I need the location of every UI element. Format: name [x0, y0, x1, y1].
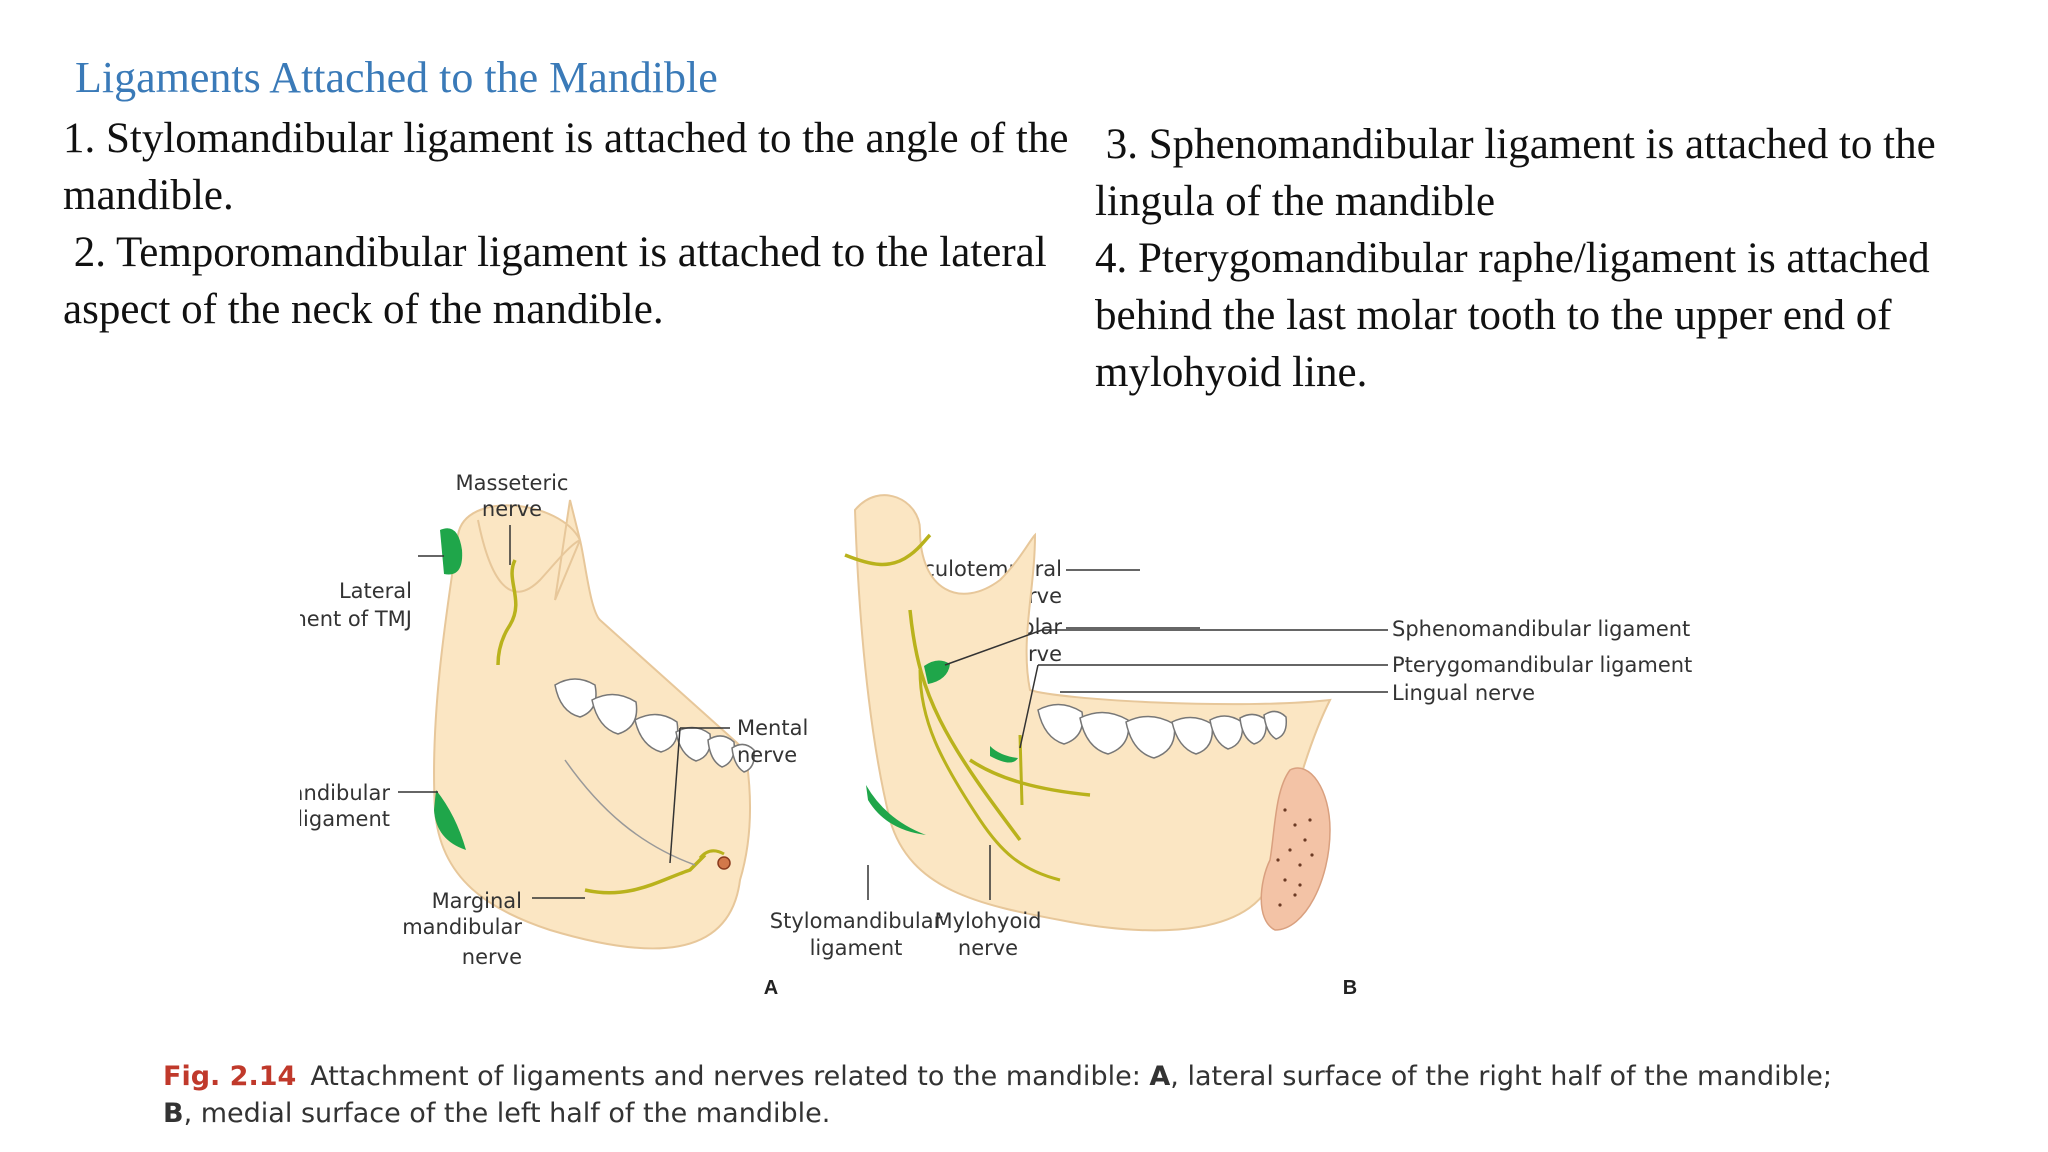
left-text-block: 1. Stylomandibular ligament is attached …: [63, 110, 1073, 338]
panel-a-mandible: Masseteric nerve Lateral ligament of TMJ…: [300, 471, 808, 999]
caption-letter-a: A: [1149, 1061, 1171, 1092]
tooth: [634, 713, 679, 753]
label-lateral-1: Lateral: [339, 579, 412, 603]
leader-lines-b: [867, 569, 1388, 900]
right-text-block: 3. Sphenomandibular ligament is attached…: [1095, 116, 2035, 401]
label-marginal-2: mandibular: [402, 915, 522, 939]
tooth: [1037, 703, 1084, 745]
label-stylo-b-1: Stylomandibular: [770, 909, 943, 933]
sphenomandibular-ligament: [924, 660, 950, 684]
point-1-stylomandibular: 1. Stylomandibular ligament is attached …: [63, 115, 1069, 219]
inferior-alveolar-nerve: [908, 609, 1022, 842]
caption-letter-b: B: [163, 1098, 184, 1129]
teeth-row-a: [554, 678, 756, 773]
label-masseteric-1: Masseteric: [456, 471, 569, 495]
panel-b-letter: B: [1343, 977, 1357, 999]
tooth: [1263, 710, 1288, 740]
point-2-temporomandibular: 2. Temporomandibular ligament is attache…: [63, 229, 1058, 333]
panel-a-letter: A: [764, 977, 778, 999]
label-stylo-b-2: ligament: [810, 936, 903, 960]
leader-spheno: [944, 629, 1043, 666]
symphysis-stipple: [1276, 808, 1314, 907]
symphysis-b: [1260, 767, 1331, 931]
stylomandibular-ligament-a: [434, 790, 466, 850]
tooth: [1079, 711, 1130, 755]
caption-figure-number: Fig. 2.14: [163, 1061, 297, 1092]
teeth-row-b: [1037, 703, 1288, 759]
mylohyoid-nerve: [918, 669, 1061, 882]
caption-line1-b: , lateral surface of the right half of t…: [1170, 1061, 1833, 1092]
mandible-b-bone: [853, 494, 1332, 932]
label-mental-2: nerve: [737, 743, 797, 767]
auriculotemporal-nerve: [844, 533, 932, 567]
tooth: [731, 743, 756, 773]
label-stylo-a-1: Stylomandibular: [300, 781, 390, 805]
leader-lines-a: [398, 525, 730, 899]
leader-pterygo-2: [1019, 664, 1039, 749]
label-mylohyoid-1: Mylohyoid: [935, 909, 1042, 933]
label-mylohyoid-2: nerve: [958, 936, 1018, 960]
point-4-pterygomandibular: 4. Pterygomandibular raphe/ligament is a…: [1095, 235, 1930, 396]
mandible-a-bone: [433, 499, 751, 950]
masseteric-nerve: [496, 559, 518, 666]
tooth: [1125, 715, 1176, 759]
label-stylo-a-2: ligament: [300, 807, 390, 831]
mylohyoid-line-a: [564, 759, 696, 866]
caption-line2: , medial surface of the left half of the…: [183, 1098, 831, 1129]
label-pterygomandibular: Pterygomandibular ligament: [1392, 653, 1692, 677]
lateral-ligament-tmj: [440, 528, 463, 575]
pterygomandibular-ligament: [990, 746, 1018, 763]
figure-caption: Fig. 2.14 Attachment of ligaments and ner…: [163, 1058, 1903, 1132]
stylomandibular-ligament-b: [866, 785, 926, 835]
label-marginal-3: nerve: [462, 945, 522, 969]
label-lateral-2: ligament of TMJ: [300, 607, 412, 631]
tooth: [1239, 713, 1267, 745]
caption-line1-a: Attachment of ligaments and nerves relat…: [310, 1061, 1150, 1092]
point-3-sphenomandibular: 3. Sphenomandibular ligament is attached…: [1095, 121, 1947, 225]
mental-nerve-branch: [698, 849, 725, 860]
mandible-a-notch: [477, 519, 581, 593]
label-mental-1: Mental: [737, 716, 808, 740]
label-lingual-nerve: Lingual nerve: [1392, 681, 1535, 705]
label-sphenomandibular: Sphenomandibular ligament: [1392, 617, 1690, 641]
tooth: [591, 693, 638, 735]
panel-b-mandible: Sphenomandibular ligament Pterygomandibu…: [770, 494, 1692, 999]
mental-foramen: [717, 856, 731, 870]
tooth: [1171, 716, 1214, 755]
marginal-mandibular-nerve: [584, 853, 707, 895]
label-masseteric-2: nerve: [482, 497, 542, 521]
tooth: [1209, 715, 1244, 750]
slide-title: Ligaments Attached to the Mandible: [75, 53, 718, 102]
mandible-figure: Masseteric nerve Lateral ligament of TMJ…: [300, 471, 1692, 999]
leader-mental-2: [669, 727, 681, 864]
label-marginal-1: Marginal: [432, 889, 522, 913]
tooth: [707, 735, 735, 768]
